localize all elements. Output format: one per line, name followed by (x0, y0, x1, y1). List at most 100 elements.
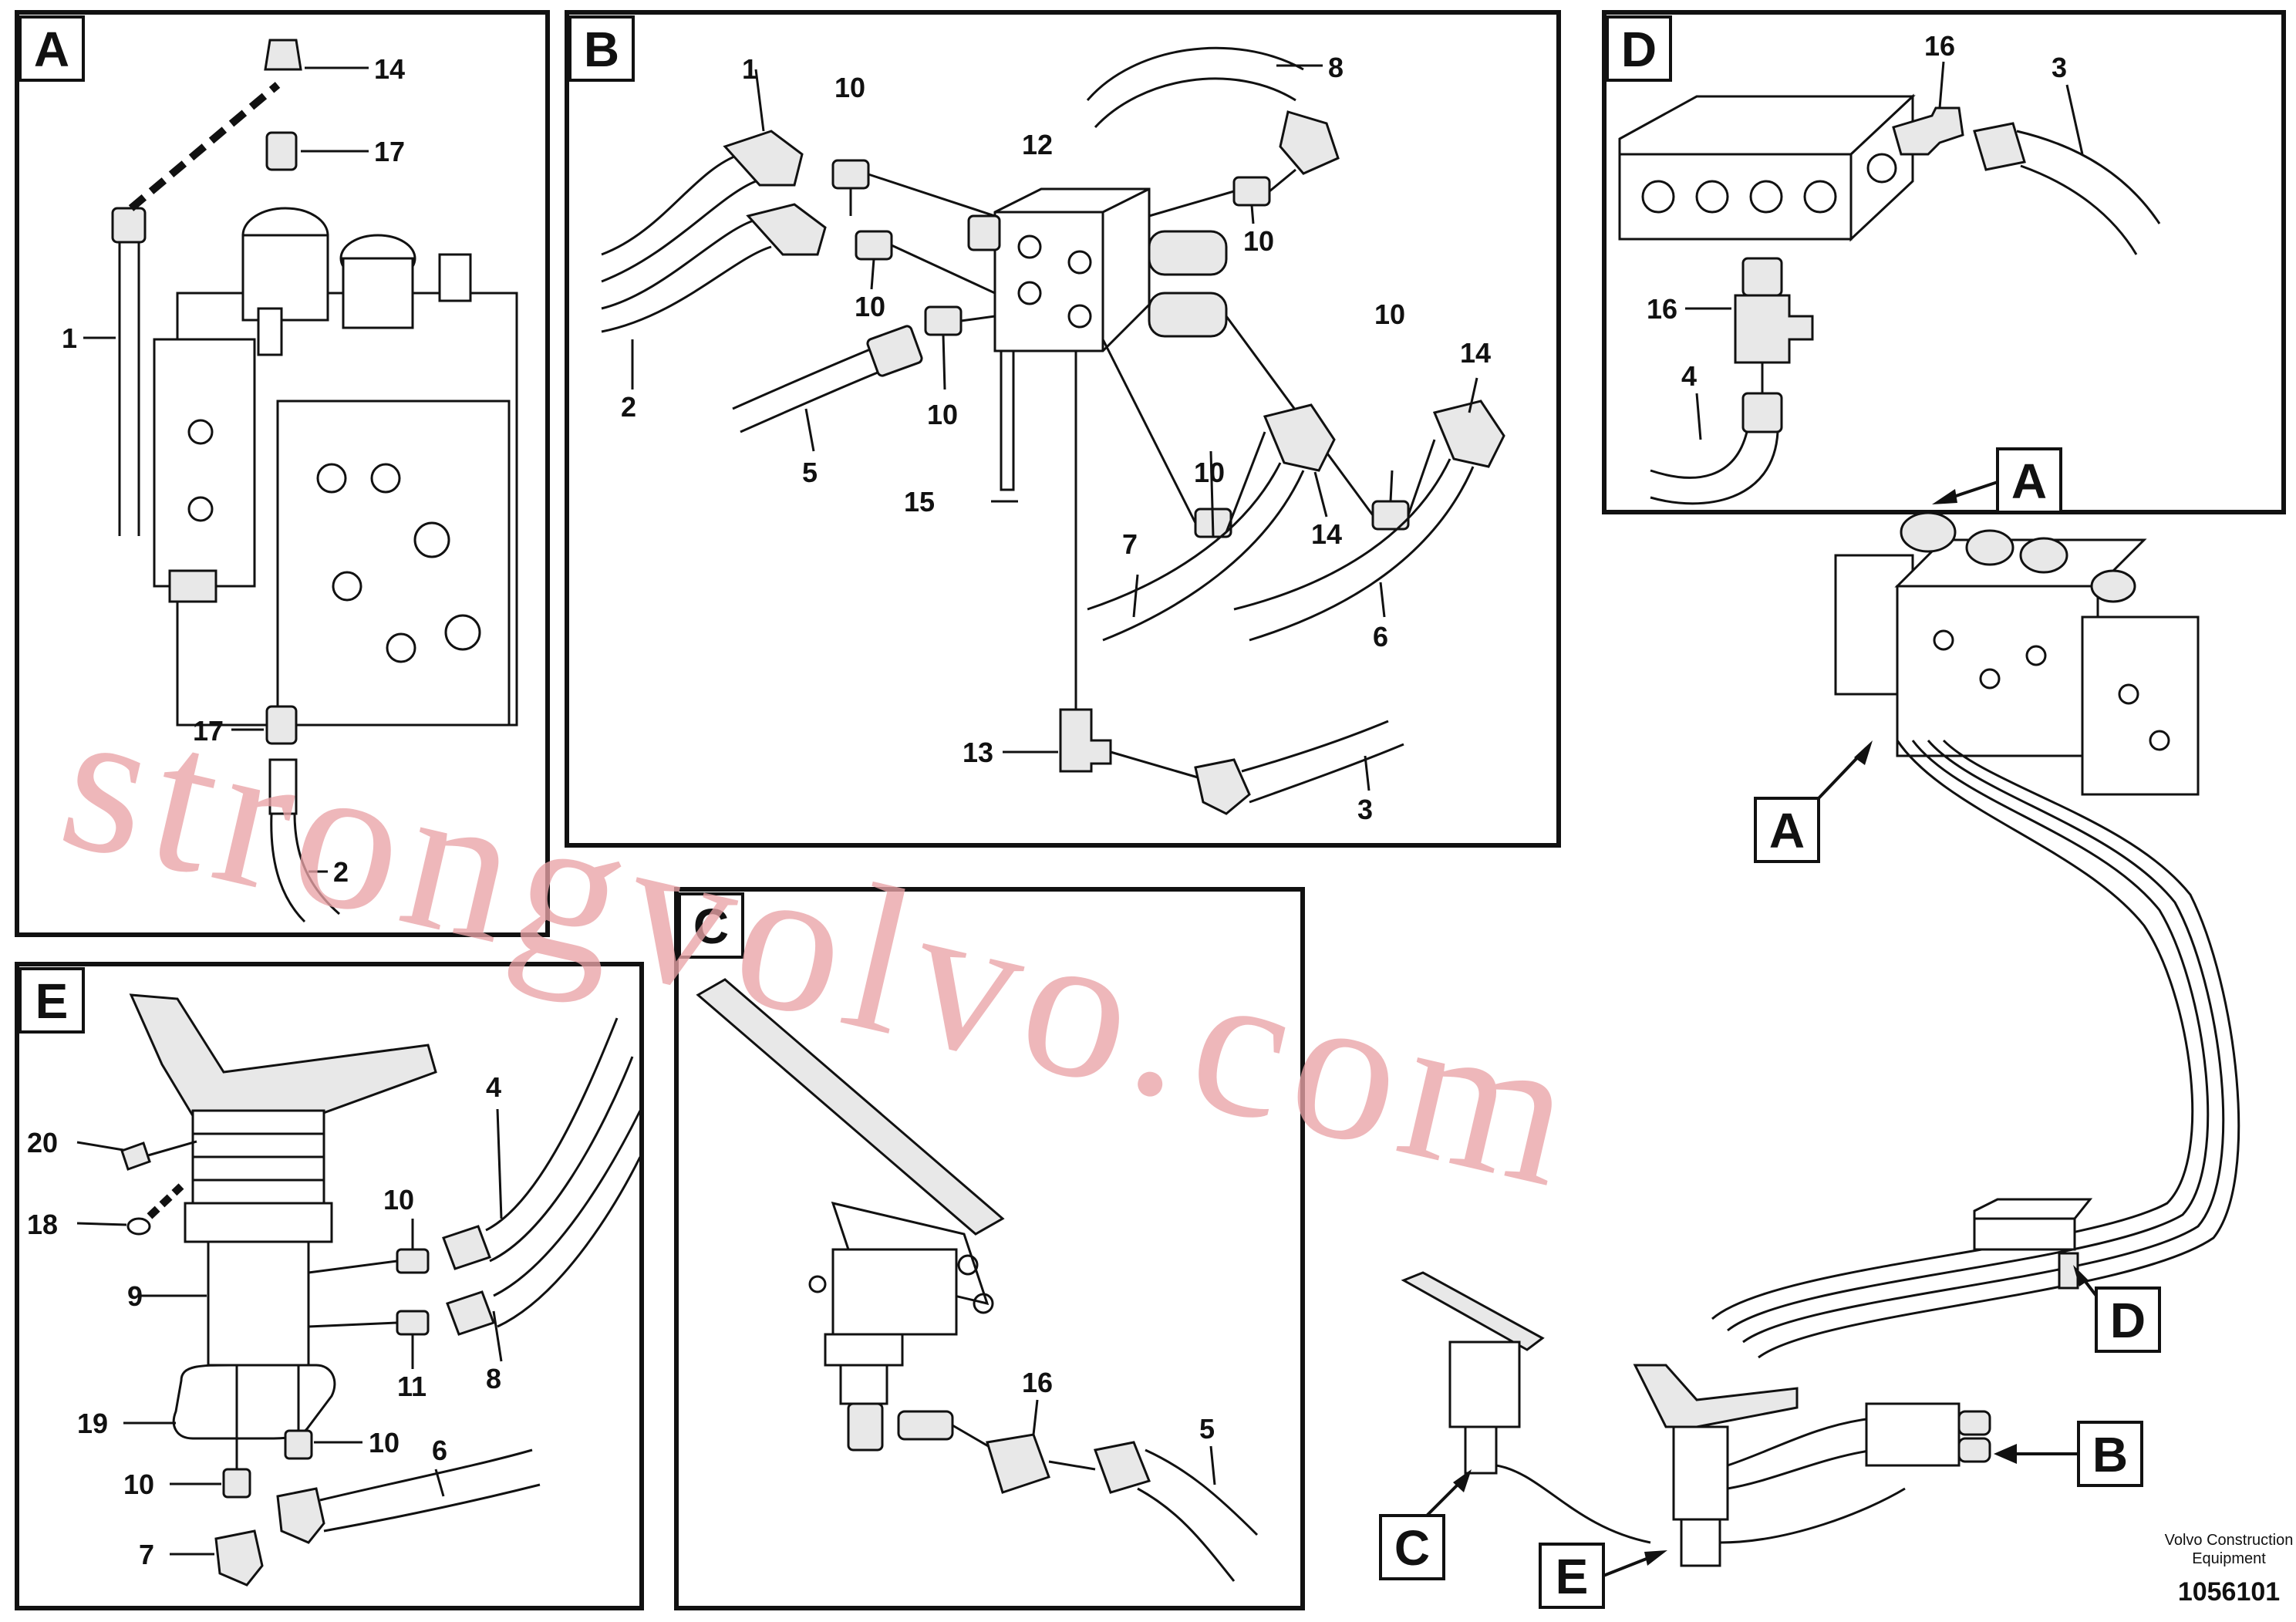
fitting-17-a-top (265, 131, 298, 171)
label-6-e: 6 (432, 1435, 447, 1466)
callout-a-bottom-box (1754, 797, 1820, 863)
label-2-a: 2 (333, 856, 349, 888)
block-12-port-1 (1017, 234, 1042, 259)
leader-18-e (76, 1222, 127, 1226)
hose-6-e-outer (323, 1483, 541, 1533)
callout-d: D (2073, 1265, 2161, 1353)
callout-c: C (1379, 1469, 1472, 1580)
label-16-d-lower: 16 (1647, 293, 1677, 325)
block-d-port-1 (1641, 180, 1675, 214)
hose-7-b-outer (1102, 470, 1305, 642)
panel-c: C 16 5 (674, 887, 1305, 1610)
hose-6-e-inner (319, 1448, 533, 1502)
leader-5-b (804, 408, 815, 452)
axis-line-b-5 (1101, 339, 1197, 524)
figure-number: 1056101 (2178, 1577, 2280, 1607)
overview-hose-e-1 (1727, 1418, 1867, 1467)
leader-6-e (434, 1469, 445, 1497)
leader-5-c (1209, 1445, 1216, 1485)
overview-block-b (1865, 1402, 1961, 1467)
callout-d-letter: D (2110, 1293, 2146, 1348)
label-3-b: 3 (1357, 794, 1373, 825)
tee-16-d-lower (1734, 294, 1814, 364)
bolt-20 (120, 1141, 151, 1171)
label-20-e: 20 (27, 1127, 58, 1158)
callout-a-bottom-letter: A (1769, 803, 1805, 858)
callout-b-arrowhead (1994, 1444, 2017, 1464)
valve-port-3 (413, 521, 450, 558)
manifold-block-d (1618, 93, 1916, 242)
valve-port-5 (386, 632, 416, 663)
leader-10-b-2 (870, 258, 875, 290)
solenoid-b-lower (1148, 292, 1228, 338)
callout-c-letter: C (1394, 1520, 1430, 1576)
elbow-6-e (276, 1487, 325, 1544)
label-13-b: 13 (963, 737, 993, 768)
overview-port-3 (2025, 645, 2047, 666)
overview-port-1 (1933, 629, 1954, 651)
foot-pedal-e (129, 993, 437, 1367)
panel-e-frame (15, 962, 644, 1610)
fitting-10-e-right (284, 1429, 313, 1460)
axis-line-b-6b (1407, 439, 1436, 516)
valve-front-plate (276, 400, 511, 727)
label-14-b-right: 14 (1460, 337, 1491, 369)
overview-pedal-c-body (1448, 1340, 1521, 1428)
fitting-4-e (442, 1225, 491, 1270)
credit-line-2: Equipment (2192, 1550, 2266, 1567)
axis-line-c-2 (1048, 1460, 1096, 1471)
overview-actuator-4 (2090, 569, 2136, 603)
valve-port-2 (370, 463, 401, 494)
label-11-e: 11 (397, 1371, 426, 1402)
label-19-e: 19 (77, 1408, 108, 1439)
elbow-7-e (214, 1529, 264, 1587)
valve-plug (438, 253, 472, 302)
axis-line-b-3 (960, 315, 996, 322)
callout-b-letter: B (2092, 1427, 2128, 1482)
label-18-e: 18 (27, 1209, 58, 1240)
elbow-14-b-left (1263, 403, 1336, 472)
hose-2-a-outer (293, 813, 340, 916)
overview-block-b-solenoid-2 (1957, 1437, 1991, 1463)
leader-16-d-top (1938, 61, 1945, 109)
callout-c-box (1379, 1514, 1445, 1580)
pedal-flange-e (184, 1202, 333, 1243)
manifold-block-12 (967, 187, 1228, 352)
leader-10-b-3 (942, 334, 946, 390)
hose-6-b-inner (1233, 458, 1451, 611)
panel-c-letter-box (678, 892, 744, 959)
hose-4-e-inner (485, 1017, 619, 1232)
panel-b-frame (565, 10, 1561, 848)
fitting-10-b-2 (855, 230, 893, 261)
hose-end-2-a (268, 758, 298, 815)
label-3-d: 3 (2052, 52, 2067, 83)
panel-a-letter: A (34, 22, 69, 77)
pedal-body-e (207, 1240, 310, 1367)
label-10-b-1: 10 (834, 72, 865, 103)
overview-actuator-3 (2019, 537, 2068, 574)
hose-8-b-inner (1086, 46, 1304, 101)
label-8-e: 8 (486, 1363, 501, 1394)
dashed-connection-a (128, 82, 281, 211)
label-15-b: 15 (904, 486, 935, 518)
valve-port-6 (444, 614, 481, 651)
panel-d-letter: D (1621, 22, 1657, 77)
label-1-b: 1 (742, 53, 757, 85)
control-valve-a (153, 207, 518, 727)
hose-3-d-inner (2016, 130, 2161, 224)
leader-14-b-right (1468, 377, 1478, 413)
label-7-b: 7 (1122, 528, 1138, 560)
overview-actuator-2 (1965, 529, 2014, 566)
callout-b: B (1994, 1421, 2143, 1487)
fitting-11-e (396, 1310, 430, 1336)
pedal-body-c (831, 1248, 958, 1336)
block-d-port-4 (1803, 180, 1837, 214)
hose-4-e-outer (489, 1056, 634, 1263)
label-10-e-right: 10 (369, 1427, 400, 1458)
label-10-b-3: 10 (927, 399, 958, 430)
panel-d-frame (1602, 10, 2286, 514)
tee-13 (1059, 708, 1112, 773)
axis-line-b-4 (1148, 190, 1235, 218)
washer-18 (126, 1217, 151, 1236)
